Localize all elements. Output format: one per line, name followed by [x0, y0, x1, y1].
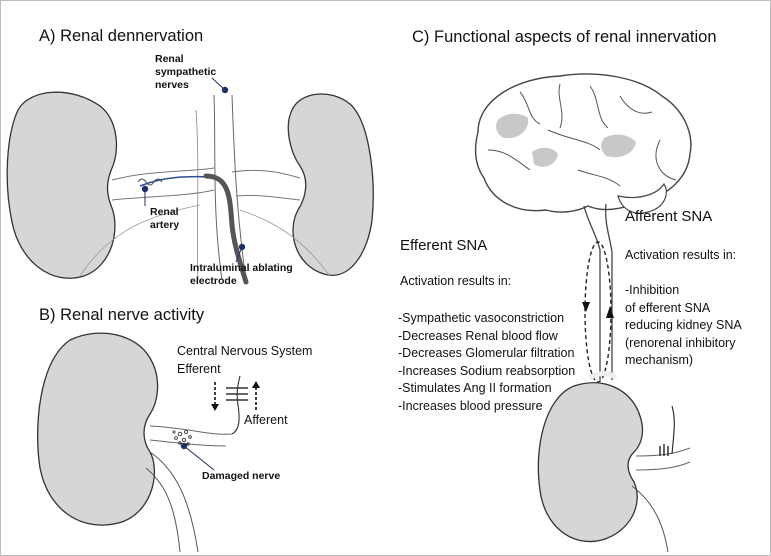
aorta-wall — [231, 94, 247, 281]
afferent-activation-label: Activation results in: — [625, 248, 737, 262]
efferent-sna-heading: Efferent SNA — [400, 237, 488, 254]
afferent-effect-item: -Inhibition — [625, 283, 680, 297]
nerve-c — [671, 405, 675, 455]
lower-vessel — [79, 204, 201, 277]
aorta — [213, 94, 223, 281]
brain-shade-2 — [601, 134, 636, 158]
cerebellum — [617, 182, 667, 214]
renal-vessel-b — [149, 425, 233, 435]
afferent-effects-list: -Inhibition of efferent SNA reducing kid… — [625, 282, 742, 370]
electrode-marker — [238, 243, 246, 251]
left-renal-vessel — [111, 167, 215, 181]
damaged-nerve-label: Damaged nerve — [202, 470, 281, 482]
right-renal-vessel — [231, 169, 301, 179]
afferent-loop-arrowhead — [606, 306, 614, 318]
kidney-b — [37, 332, 159, 526]
renal-artery-label: Renal artery — [150, 206, 180, 232]
efferent-effect-item: -Sympathetic vasoconstriction — [398, 311, 565, 325]
efferent-effect-item: -Increases Sodium reabsorption — [398, 363, 576, 378]
left-kidney-a — [6, 91, 118, 279]
efferent-effects-list: -Sympathetic vasoconstriction -Decreases… — [398, 310, 575, 415]
ablating-electrode-label: Intraluminal ablating electrode — [190, 262, 293, 288]
efferent-label-b: Efferent — [177, 362, 221, 376]
sympathetic-marker — [221, 86, 229, 94]
nerve-bundle — [226, 387, 248, 401]
panel-a-title: A) Renal dennervation — [39, 27, 204, 45]
ureter-b — [149, 451, 199, 553]
nerve-c-bars — [659, 444, 669, 456]
ureter-c — [631, 485, 669, 553]
left-renal-vessel-2 — [111, 189, 215, 201]
afferent-effect-item: mechanism) — [625, 353, 694, 367]
electrode-coil — [137, 178, 163, 186]
right-kidney-a — [287, 93, 374, 276]
afferent-sna-heading: Afferent SNA — [625, 208, 713, 225]
damaged-marker — [180, 442, 188, 450]
brain-shade-1 — [496, 113, 529, 139]
efferent-loop-arrowhead — [582, 302, 590, 312]
afferent-label-b: Afferent — [244, 413, 288, 427]
panel-c-illustration — [474, 73, 692, 553]
panel-a-illustration — [6, 77, 374, 285]
ablating-electrode — [203, 173, 249, 285]
efferent-activation-label: Activation results in: — [400, 274, 512, 288]
panel-b-illustration — [37, 332, 260, 553]
brainstem — [583, 203, 613, 380]
afferent-arrowhead — [252, 381, 260, 388]
renal-vessel-b-2 — [149, 439, 227, 447]
nerve-b — [231, 375, 241, 435]
panel-b-title: B) Renal nerve activity — [39, 306, 205, 324]
kidney-c-top-glow — [588, 371, 618, 381]
lower-vessel-2 — [239, 209, 331, 277]
afferent-effect-item: of efferent SNA — [625, 300, 711, 315]
efferent-effect-item: -Stimulates Ang II formation — [398, 381, 552, 395]
brain-shade-3 — [532, 147, 558, 167]
kidney-c — [537, 382, 644, 543]
artery-marker — [141, 185, 149, 193]
afferent-effect-item: reducing kidney SNA — [625, 318, 742, 332]
renal-vessel-c — [635, 447, 691, 457]
sna-loop — [584, 241, 612, 383]
sympathetic-nerves-label: Renal sympathetic nerves — [155, 53, 217, 92]
efferent-effect-item: -Increases blood pressure — [398, 398, 543, 413]
efferent-arrowhead — [211, 404, 219, 411]
renal-vessel-c-2 — [635, 461, 691, 471]
brain-gyri — [487, 83, 677, 187]
efferent-effect-item: -Decreases Glomerular filtration — [398, 346, 575, 360]
panel-c-title: C) Functional aspects of renal innervati… — [412, 28, 717, 46]
damaged-leader — [183, 445, 215, 471]
ureter-b-2 — [145, 467, 181, 553]
right-renal-vessel-2 — [235, 194, 301, 201]
afferent-effect-item: (renorenal inhibitory — [625, 335, 736, 350]
vena-cava — [195, 109, 199, 281]
cns-label: Central Nervous System — [177, 344, 313, 358]
efferent-effect-item: -Decreases Renal blood flow — [398, 328, 558, 343]
damaged-nerve-burst — [172, 430, 192, 446]
